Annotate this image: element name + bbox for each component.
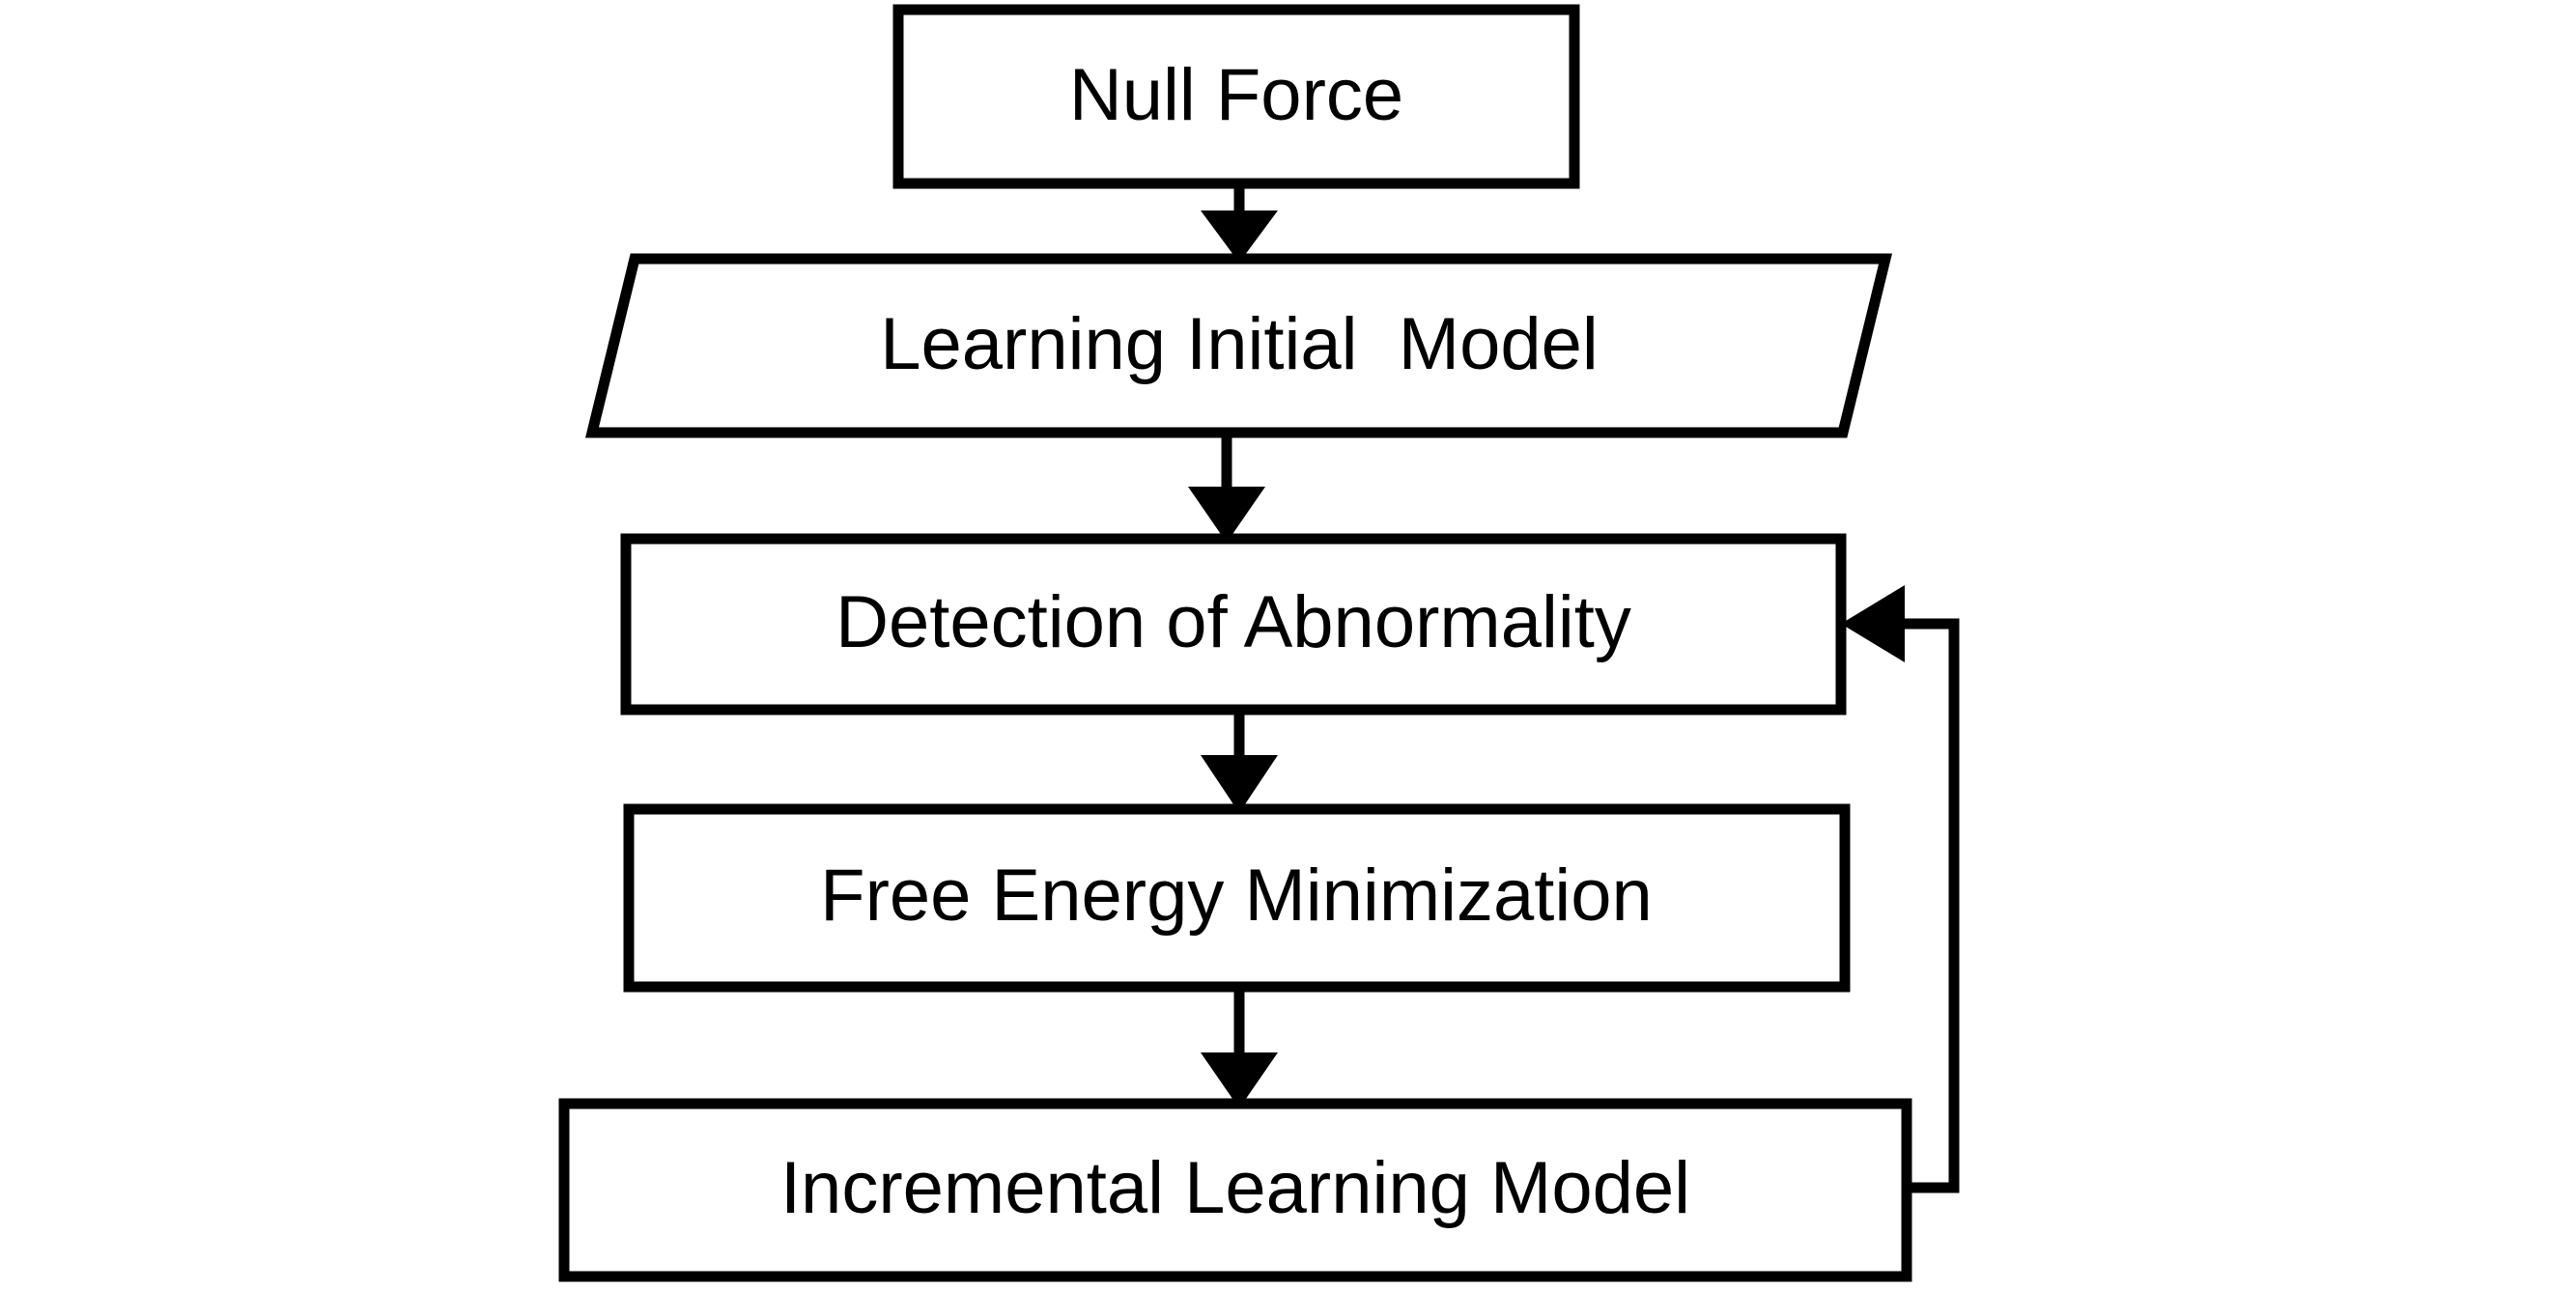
node-free-energy-minimization-shape[interactable]	[623, 803, 1851, 993]
node-incremental-learning-model[interactable]: Incremental Learning Model	[558, 1098, 1912, 1282]
connector-learning-initial-model-to-detection-of-abnormality	[1188, 433, 1265, 543]
connector-incremental-learning-model-feedback-to-detection-of-abnormality	[1841, 585, 1960, 1193]
node-learning-initial-model[interactable]: Learning Initial Model	[584, 253, 1893, 438]
connector-null-force-to-learning-initial-model	[1201, 183, 1278, 263]
node-detection-of-abnormality-label: Detection of Abnormality	[835, 581, 1631, 663]
connector-free-energy-minimization-to-incremental-learning-model	[1201, 987, 1278, 1108]
node-learning-initial-model-shape[interactable]	[584, 253, 1893, 438]
node-detection-of-abnormality-shape[interactable]	[620, 533, 1847, 715]
arrowhead-down-icon	[1201, 755, 1278, 813]
node-incremental-learning-model-label: Incremental Learning Model	[780, 1147, 1690, 1229]
connector-feedback-path	[1893, 618, 1960, 1193]
arrowhead-down-icon	[1201, 210, 1278, 263]
node-incremental-learning-model-shape[interactable]	[558, 1098, 1912, 1282]
node-learning-initial-model-label: Learning Initial Model	[880, 303, 1599, 385]
node-detection-of-abnormality[interactable]: Detection of Abnormality	[620, 533, 1847, 715]
node-null-force-label: Null Force	[1069, 54, 1403, 136]
connector-detection-of-abnormality-to-free-energy-minimization	[1201, 710, 1278, 813]
node-null-force[interactable]: Null Force	[892, 4, 1580, 189]
arrowhead-down-icon	[1201, 1052, 1278, 1108]
node-free-energy-minimization-label: Free Energy Minimization	[820, 855, 1653, 937]
arrowhead-left-icon	[1841, 585, 1905, 662]
node-null-force-shape[interactable]	[892, 4, 1580, 189]
arrowhead-down-icon	[1188, 487, 1265, 543]
node-free-energy-minimization[interactable]: Free Energy Minimization	[623, 803, 1851, 993]
